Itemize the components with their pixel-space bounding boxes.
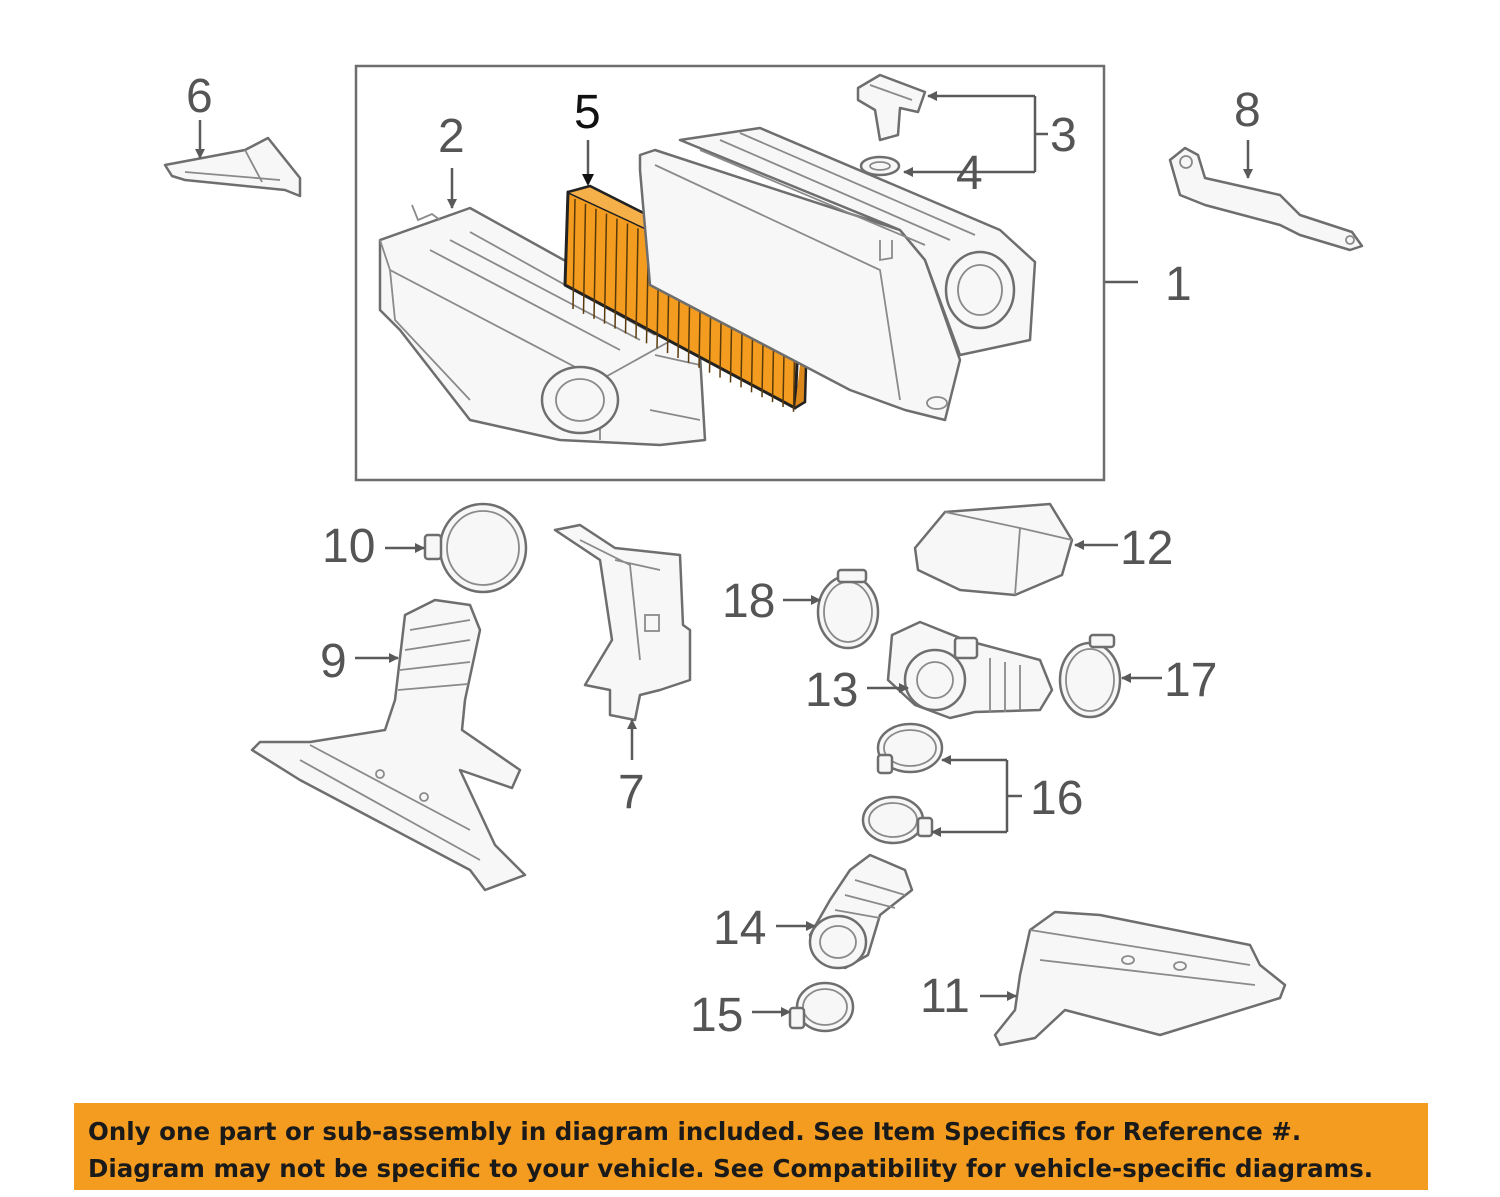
lower-case-part bbox=[378, 204, 707, 447]
callout-5: 5 bbox=[574, 86, 601, 139]
callout-10: 10 bbox=[322, 520, 375, 573]
disclaimer-line-1: Only one part or sub-assembly in diagram… bbox=[88, 1117, 1302, 1146]
callout-4: 4 bbox=[956, 147, 983, 200]
clamp-17-part bbox=[1058, 633, 1122, 719]
parts-diagram: 1 2 3 4 5 6 7 8 9 10 11 12 13 14 15 16 1… bbox=[163, 64, 1364, 1047]
clamp-15-part bbox=[788, 981, 855, 1033]
callout-13: 13 bbox=[805, 664, 858, 717]
clamp-10-part bbox=[423, 502, 528, 594]
callout-18: 18 bbox=[722, 575, 775, 628]
cover-12-part bbox=[913, 502, 1074, 597]
assembly-frame bbox=[354, 64, 1106, 482]
callout-12: 12 bbox=[1120, 522, 1173, 575]
intake-duct-9-part bbox=[250, 598, 527, 892]
upper-case-part bbox=[638, 126, 1037, 422]
callout-9: 9 bbox=[320, 635, 347, 688]
callout-16: 16 bbox=[1030, 772, 1083, 825]
hose-13-part bbox=[886, 620, 1054, 720]
callout-14: 14 bbox=[713, 902, 766, 955]
disclaimer-line-2: Diagram may not be specific to your vehi… bbox=[88, 1154, 1374, 1183]
sensor-part bbox=[856, 73, 927, 142]
callout-17: 17 bbox=[1164, 654, 1217, 707]
bracket-8-part bbox=[1168, 146, 1364, 252]
disclaimer-banner: Only one part or sub-assembly in diagram… bbox=[74, 1103, 1428, 1190]
clamp-16-lower-part bbox=[861, 795, 934, 845]
leader-lines bbox=[195, 91, 1253, 1017]
callout-15: 15 bbox=[690, 989, 743, 1042]
callout-3: 3 bbox=[1050, 109, 1077, 162]
tray-11-part bbox=[993, 910, 1287, 1047]
callout-1: 1 bbox=[1165, 258, 1192, 311]
callout-11: 11 bbox=[920, 970, 970, 1023]
callout-2: 2 bbox=[438, 110, 465, 163]
hose-14-part bbox=[808, 853, 914, 970]
callout-8: 8 bbox=[1234, 84, 1261, 137]
bracket-7-part bbox=[553, 523, 692, 722]
callout-6: 6 bbox=[186, 70, 213, 123]
gasket-part bbox=[859, 155, 901, 177]
bracket-6-part bbox=[163, 136, 302, 198]
clamp-18-part bbox=[816, 568, 880, 650]
clamp-16-upper-part bbox=[876, 722, 944, 775]
callout-7: 7 bbox=[618, 766, 645, 819]
